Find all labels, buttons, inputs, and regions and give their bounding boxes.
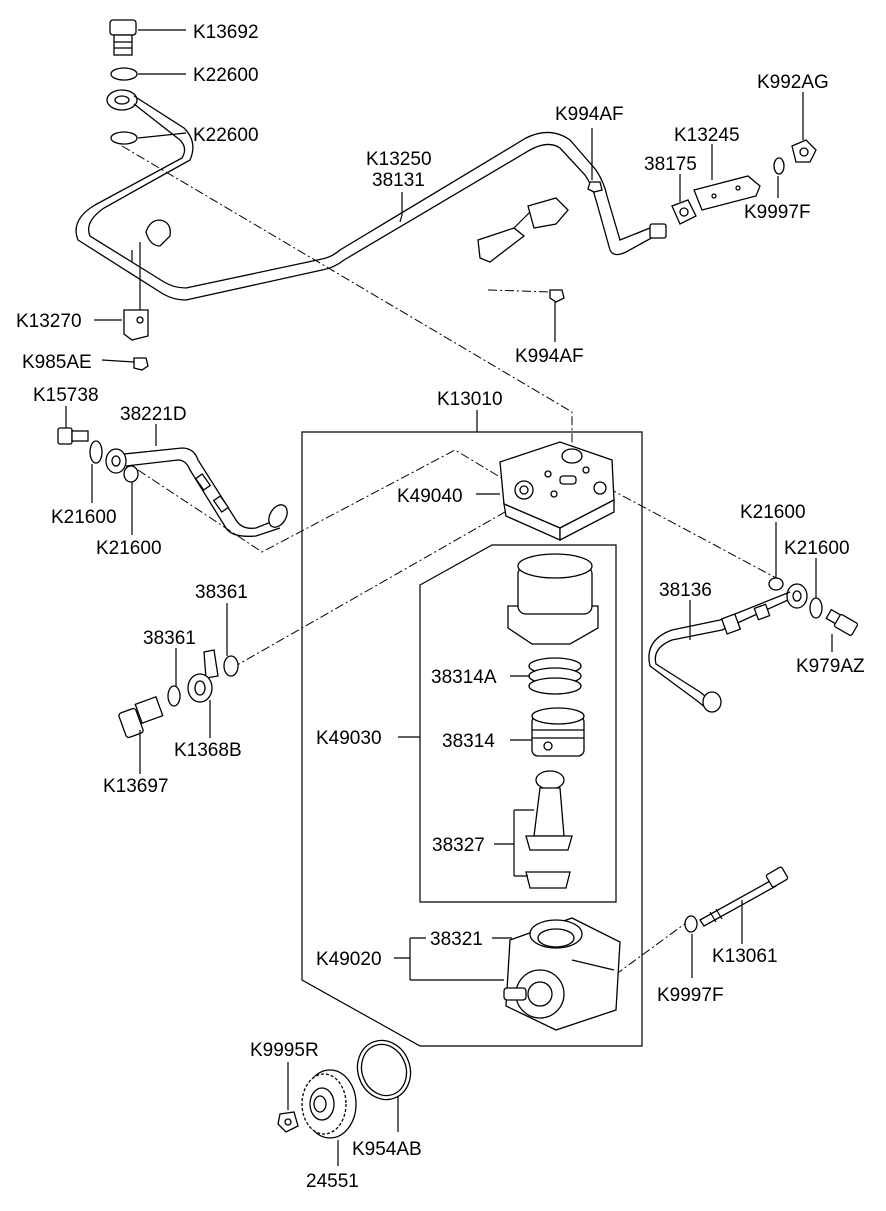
stud-bolt-k13061 (699, 866, 789, 927)
label-k985ae: K985AE (22, 352, 92, 373)
alignment-lines (121, 145, 781, 976)
nut-k9995r (277, 1111, 299, 1133)
bolt-k979az (825, 608, 859, 636)
label-k21600-right-a: K21600 (740, 502, 806, 523)
label-38221d: 38221D (120, 404, 187, 425)
pipe-clamp (131, 219, 171, 310)
fitting-k1368b (187, 649, 219, 703)
label-k21600-left-b: K21600 (96, 538, 162, 559)
label-k9995r: K9995R (250, 1040, 319, 1061)
nut-k992ag (791, 139, 817, 163)
washer-k21600-left-b (123, 465, 139, 483)
label-k9997f-lower: K9997F (657, 985, 724, 1006)
gear-24551 (301, 1069, 357, 1139)
label-k992ag: K992AG (757, 72, 829, 93)
nut-k985ae (133, 357, 149, 371)
label-k49030: K49030 (316, 728, 382, 749)
assembly-frame-k49030 (419, 544, 617, 903)
label-k49020: K49020 (316, 949, 382, 970)
callout-labels: K13692 K22600 K22600 K13250 38131 K994AF… (16, 22, 865, 1192)
cylinder-liner (507, 553, 599, 645)
o-ring-38361-upper (223, 655, 239, 677)
pipe-38221d (105, 447, 288, 537)
mount-bracket-center (477, 197, 569, 263)
piston-38314 (531, 707, 585, 757)
washer-k22600-lower (110, 131, 138, 145)
washer-k21600-left-a (89, 440, 103, 464)
fitting-38175 (671, 199, 697, 225)
label-k15738: K15738 (33, 385, 99, 406)
label-k13270: K13270 (16, 311, 82, 332)
bracket-k13245 (693, 175, 761, 211)
washer-k9997f-upper (773, 157, 785, 175)
o-ring-38361-lower (167, 685, 181, 707)
gasket-k954ab (356, 1039, 412, 1101)
pipe-38136 (648, 583, 808, 713)
label-k9997f-upper: K9997F (744, 202, 811, 223)
label-38136: 38136 (659, 580, 712, 601)
label-k13010: K13010 (437, 389, 503, 410)
label-k13061: K13061 (712, 946, 778, 967)
label-38321: 38321 (430, 929, 483, 950)
label-k994af-lower: K994AF (515, 346, 584, 367)
banjo-bolt-k13692 (109, 19, 137, 56)
label-k13245: K13245 (674, 125, 740, 146)
bolt-k13697 (118, 696, 164, 739)
label-k21600-left-a: K21600 (51, 507, 117, 528)
connecting-rod-38327 (525, 770, 573, 889)
label-k994af-upper: K994AF (555, 104, 624, 125)
label-k954ab: K954AB (352, 1139, 422, 1160)
cylinder-head-k49040 (499, 441, 615, 542)
label-38131: 38131 (372, 170, 425, 191)
label-38361-lower: 38361 (143, 628, 196, 649)
label-k22600-upper: K22600 (193, 65, 259, 86)
label-38175: 38175 (644, 154, 697, 175)
nut-k994af-lower (549, 289, 565, 303)
nut-k994af-upper (587, 181, 603, 193)
washer-k22600-upper (110, 67, 138, 81)
bolt-k15738 (57, 427, 89, 445)
label-38327: 38327 (432, 835, 485, 856)
label-k13697: K13697 (103, 776, 169, 797)
label-k979az: K979AZ (796, 656, 865, 677)
label-38314: 38314 (442, 731, 495, 752)
label-k22600-lower: K22600 (193, 125, 259, 146)
pipe-k13250 (75, 89, 667, 301)
label-k49040: K49040 (397, 486, 463, 507)
washer-k21600-right-b (809, 597, 823, 619)
crankcase-38321 (503, 917, 621, 1031)
piston-rings-38314a (528, 657, 582, 695)
label-k21600-right-b: K21600 (784, 538, 850, 559)
label-38314a: 38314A (431, 667, 497, 688)
leader-lines (65, 29, 833, 1166)
washer-k21600-right-a (768, 577, 784, 591)
label-k1368b: K1368B (174, 740, 242, 761)
washer-k9997f-lower (684, 915, 698, 933)
assembly-frame-k13010 (301, 431, 643, 1047)
label-38361-upper: 38361 (195, 582, 248, 603)
label-24551: 24551 (306, 1171, 359, 1192)
bracket-k13270 (123, 309, 149, 341)
label-k13692: K13692 (193, 22, 259, 43)
label-k13250: K13250 (366, 149, 432, 170)
